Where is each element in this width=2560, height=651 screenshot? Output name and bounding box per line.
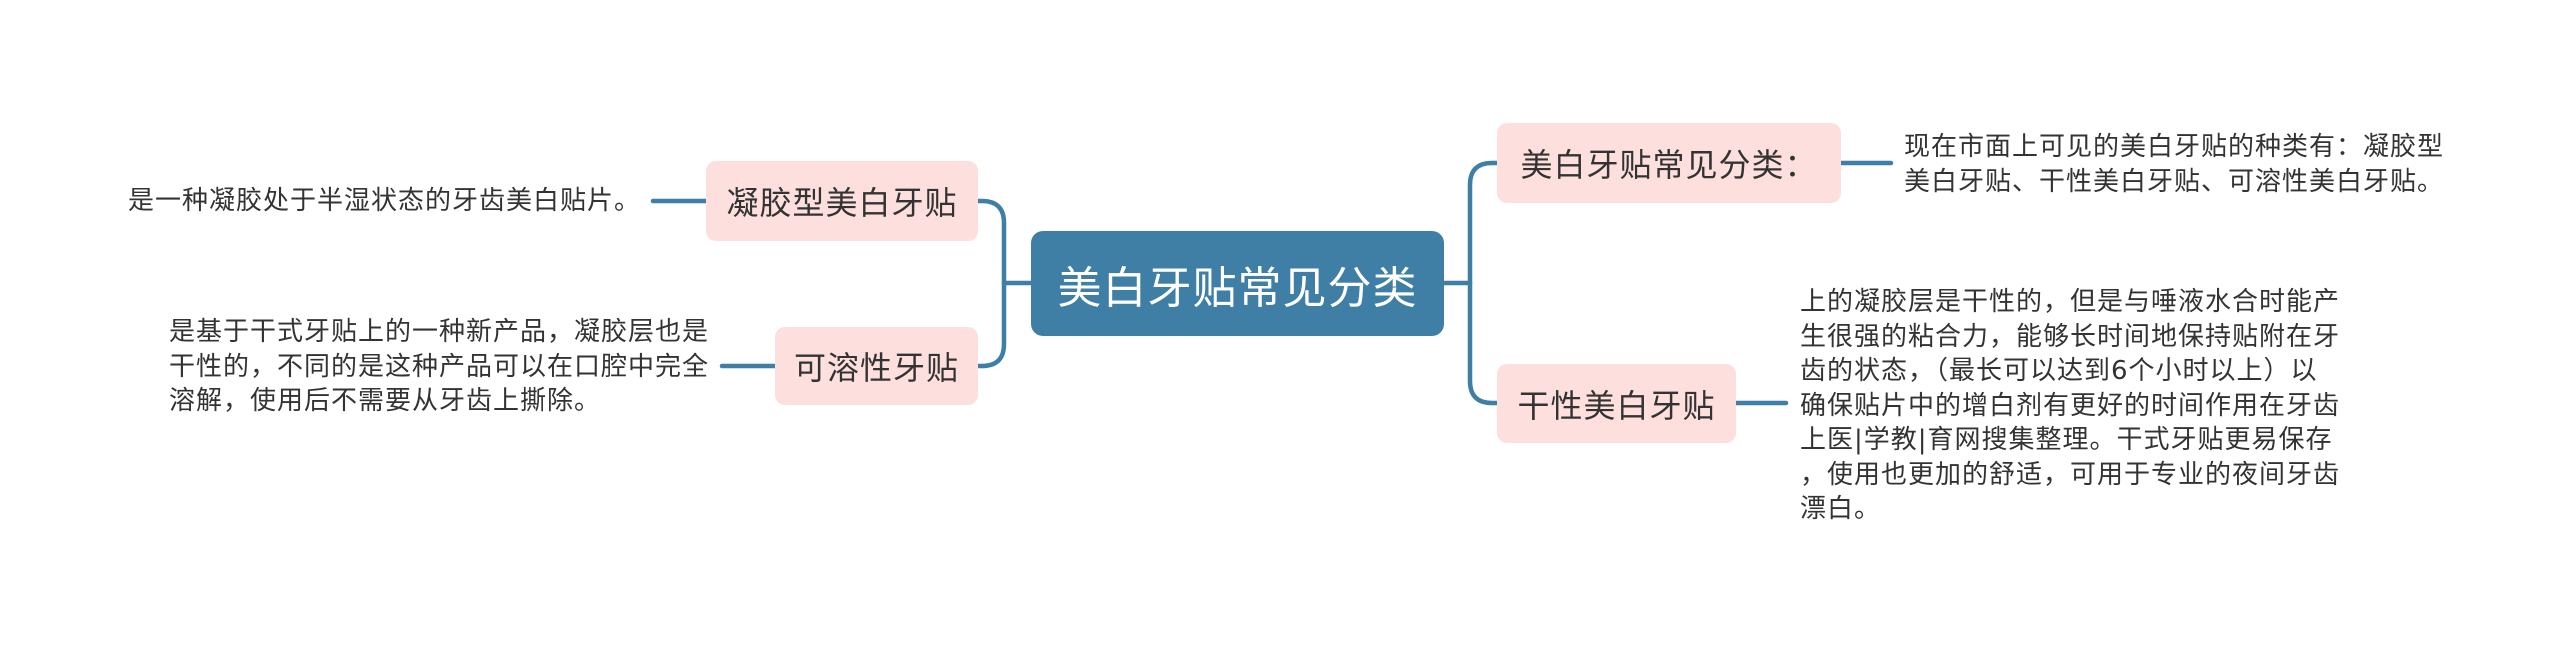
connector-root-to-dissolvable-strip-node xyxy=(975,280,1007,369)
detail-line: ，使用也更加的舒适，可用于专业的夜间牙齿 xyxy=(1800,459,2341,490)
detail-text-dry-strip: 上的凝胶层是干性的，但是与唾液水合时能产 生很强的粘合力，能够长时间地保持贴附在… xyxy=(1800,285,2340,527)
branch-node-classification: 美白牙贴常见分类： xyxy=(1497,123,1841,203)
detail-line: 溶解，使用后不需要从牙齿上撕除。 xyxy=(169,386,602,416)
branch-label-gel-strip: 凝胶型美白牙贴 xyxy=(726,184,958,222)
branch-label-dissolvable-strip: 可溶性牙贴 xyxy=(793,349,959,387)
branch-node-gel-strip: 凝胶型美白牙贴 xyxy=(706,161,978,241)
connector-root-to-gel-strip-node xyxy=(975,198,1007,286)
branch-node-dissolvable-strip: 可溶性牙贴 xyxy=(775,327,978,405)
detail-line: 齿的状态，（最长可以达到6个小时以上）以 xyxy=(1800,356,2318,386)
branch-node-dry-strip: 干性美白牙贴 xyxy=(1497,364,1736,443)
detail-text-gel-strip: 是一种凝胶处于半湿状态的牙齿美白贴片。 xyxy=(128,184,641,219)
root-node: 美白牙贴常见分类 xyxy=(1031,231,1444,336)
branch-label-dry-strip: 干性美白牙贴 xyxy=(1517,386,1716,425)
connector-root-to-classification-node xyxy=(1467,160,1500,286)
detail-line: 干性的，不同的是这种产品可以在口腔中完全 xyxy=(169,351,710,382)
detail-line: 是基于干式牙贴上的一种新产品，凝胶层也是 xyxy=(169,317,710,347)
connector-root-to-dry-strip-node xyxy=(1467,280,1500,406)
branch-label-classification: 美白牙贴常见分类： xyxy=(1520,146,1818,184)
detail-line: 是一种凝胶处于半湿状态的牙齿美白贴片。 xyxy=(128,186,642,216)
detail-line: 上的凝胶层是干性的，但是与唾液水合时能产 xyxy=(1800,287,2341,317)
detail-line: 生很强的粘合力，能够长时间地保持贴附在牙 xyxy=(1800,321,2341,352)
detail-line: 美白牙贴、干性美白牙贴、可溶性美白牙贴。 xyxy=(1904,166,2445,197)
detail-line: 确保贴片中的增白剂有更好的时间作用在牙齿 xyxy=(1800,390,2341,421)
detail-line: 现在市面上可见的美白牙贴的种类有：凝胶型 xyxy=(1904,132,2445,162)
detail-line: 漂白。 xyxy=(1800,494,1882,524)
root-label: 美白牙贴常见分类 xyxy=(1057,262,1418,314)
detail-line: 上医|学教|育网搜集整理。干式牙贴更易保存 xyxy=(1800,425,2333,455)
detail-text-classification: 现在市面上可见的美白牙贴的种类有：凝胶型 美白牙贴、干性美白牙贴、可溶性美白牙贴… xyxy=(1904,130,2444,199)
detail-text-dissolvable-strip: 是基于干式牙贴上的一种新产品，凝胶层也是 干性的，不同的是这种产品可以在口腔中完… xyxy=(169,315,709,419)
